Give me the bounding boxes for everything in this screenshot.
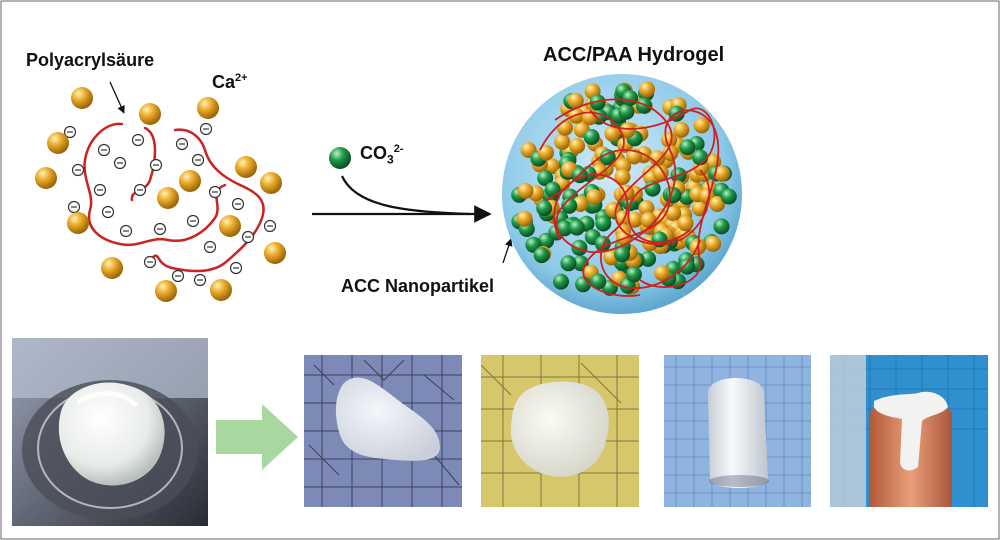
gel-particle bbox=[614, 169, 631, 185]
transform-arrow bbox=[216, 404, 298, 470]
label-carbonate: CO32- bbox=[360, 143, 403, 167]
gel-particle bbox=[544, 181, 561, 198]
gel-particle bbox=[544, 158, 560, 175]
photo-gel-on-grid-paper bbox=[304, 355, 462, 507]
gel-particle bbox=[561, 197, 578, 214]
gel-particle bbox=[639, 81, 655, 98]
gel-particle bbox=[709, 196, 726, 212]
label-hydrogel: ACC/PAA Hydrogel bbox=[543, 44, 725, 66]
carbonate-base: CO bbox=[360, 143, 387, 163]
gel-particle bbox=[677, 215, 694, 232]
gel-particle bbox=[569, 137, 586, 154]
gel-particle bbox=[662, 145, 679, 162]
gel-particle bbox=[622, 90, 639, 106]
gel-particle bbox=[679, 139, 696, 156]
gel-particle bbox=[586, 189, 603, 205]
carbonate-charge: 2- bbox=[393, 143, 404, 155]
label-polyacrylic-acid: Polyacrylsäure bbox=[26, 50, 155, 70]
gel-particle bbox=[553, 273, 569, 290]
gel-particle bbox=[720, 188, 737, 205]
label-nanoparticle: ACC Nanopartikel bbox=[341, 276, 495, 296]
gel-particle bbox=[560, 255, 577, 272]
gel-particle bbox=[571, 239, 588, 256]
gel-particle bbox=[714, 165, 730, 182]
gel-particle bbox=[599, 149, 616, 166]
gel-particle bbox=[590, 273, 607, 290]
carbonate-subscript: 3 bbox=[387, 152, 394, 167]
gel-particle bbox=[567, 92, 584, 109]
gel-particle bbox=[618, 103, 635, 120]
gel-particle bbox=[651, 231, 668, 248]
calcium-ions bbox=[35, 87, 286, 302]
gel-particle bbox=[626, 211, 643, 228]
calcium-charge: 2+ bbox=[235, 72, 248, 84]
gel-particle bbox=[614, 246, 631, 263]
gel-particle bbox=[537, 170, 554, 187]
gel-particle bbox=[615, 210, 631, 227]
calcium-base: Ca bbox=[212, 72, 236, 92]
curved-arrow bbox=[340, 175, 471, 216]
gel-particle bbox=[665, 205, 682, 222]
pointer-arrow-nanoparticle bbox=[502, 238, 513, 264]
gel-particle bbox=[679, 258, 696, 275]
gel-particle bbox=[654, 265, 671, 282]
gel-particle bbox=[705, 235, 722, 252]
photo-gel-on-yellow-paper bbox=[481, 355, 639, 507]
gel-particle bbox=[649, 150, 666, 167]
gel-particle bbox=[554, 133, 571, 150]
gel-particle bbox=[517, 182, 534, 199]
gel-polymer-network bbox=[539, 98, 720, 297]
gel-particle bbox=[568, 219, 585, 236]
gel-particle bbox=[533, 247, 550, 264]
gel-particle bbox=[538, 144, 554, 161]
photo-gel-in-dish bbox=[12, 338, 208, 526]
gel-particle bbox=[619, 122, 636, 139]
gel-particle bbox=[713, 218, 730, 235]
gel-particle bbox=[635, 97, 652, 114]
gel-particle bbox=[595, 215, 612, 232]
photo-gel-cylinder bbox=[664, 355, 811, 507]
pointer-arrow-polymer bbox=[109, 81, 125, 114]
gel-particle bbox=[536, 200, 553, 217]
gel-particle bbox=[673, 121, 690, 138]
polyacrylic-acid-chain bbox=[83, 122, 265, 273]
gel-particle bbox=[692, 149, 709, 166]
label-calcium: Ca2+ bbox=[212, 72, 248, 93]
gel-particle bbox=[604, 125, 621, 142]
carboxylate-charges bbox=[63, 122, 277, 287]
photo-gel-on-finger bbox=[830, 355, 988, 507]
gel-particle bbox=[516, 210, 533, 227]
gel-particle bbox=[557, 119, 573, 136]
gel-particle bbox=[638, 200, 655, 217]
hydrogel-sphere bbox=[502, 74, 742, 314]
gel-particle bbox=[693, 117, 710, 134]
gel-particle bbox=[583, 129, 600, 145]
gel-particle bbox=[625, 266, 642, 283]
gel-particle bbox=[589, 94, 606, 111]
gel-particle bbox=[556, 220, 573, 237]
carbonate-ion bbox=[329, 147, 351, 169]
